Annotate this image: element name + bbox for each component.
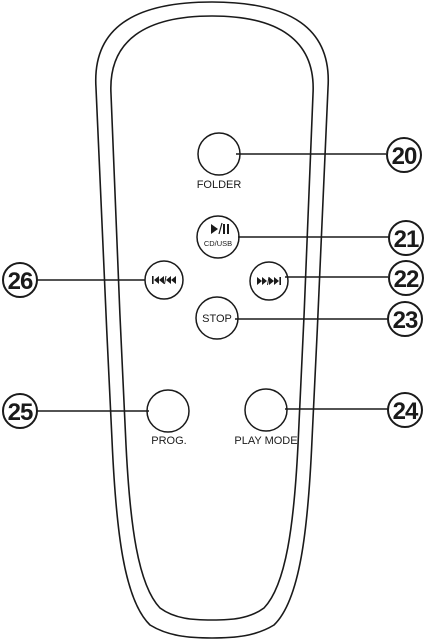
callout-25: 25	[2, 393, 38, 429]
skip-forward-button-group	[249, 261, 289, 301]
callout-24-ring	[387, 392, 423, 428]
stop-button[interactable]	[195, 296, 239, 340]
remote-inner-outline	[110, 15, 314, 621]
callout-24-number: 24	[393, 398, 419, 425]
play-pause-button-group: CD/USB	[196, 215, 240, 259]
callout-20: 20	[386, 137, 422, 173]
stop-button-group: STOP	[195, 296, 239, 340]
program-button-label: PROG.	[151, 435, 186, 447]
callout-26-ring	[2, 262, 38, 298]
program-button-group: PROG.	[146, 389, 190, 447]
callout-24: 24	[387, 392, 423, 428]
program-button[interactable]	[146, 389, 190, 433]
play-pause-button-label: CD/USB	[204, 239, 232, 248]
play-mode-button-group: PLAY MODE	[234, 388, 298, 447]
skip-back-icon	[152, 275, 176, 285]
callout-23-number: 23	[393, 307, 418, 334]
callout-21: 21	[388, 220, 424, 256]
remote-outer-outline	[95, 1, 329, 639]
callout-21-ring	[388, 220, 424, 256]
callout-21-number: 21	[394, 226, 419, 253]
folder-button[interactable]	[197, 132, 241, 176]
play-mode-button[interactable]	[244, 388, 288, 432]
folder-button-label: FOLDER	[197, 179, 242, 191]
callout-25-ring	[2, 393, 38, 429]
leader-lines	[36, 153, 389, 412]
callout-22-ring	[388, 260, 424, 296]
callout-20-number: 20	[392, 143, 417, 170]
callout-22: 22	[388, 260, 424, 296]
callout-23-ring	[387, 301, 423, 337]
play-pause-button[interactable]	[196, 215, 240, 259]
remote-body	[95, 1, 329, 639]
skip-forward-icon	[257, 276, 281, 286]
callout-26: 26	[2, 262, 38, 298]
folder-button-group: FOLDER	[197, 132, 242, 191]
skip-back-button-group	[144, 260, 184, 300]
play-mode-button-label: PLAY MODE	[234, 435, 297, 447]
callout-26-number: 26	[8, 268, 33, 295]
callout-22-number: 22	[394, 266, 419, 293]
callout-20-ring	[386, 137, 422, 173]
play-pause-icon	[211, 222, 229, 235]
callout-23: 23	[387, 301, 423, 337]
stop-button-label: STOP	[202, 313, 232, 325]
callout-25-number: 25	[8, 399, 33, 426]
